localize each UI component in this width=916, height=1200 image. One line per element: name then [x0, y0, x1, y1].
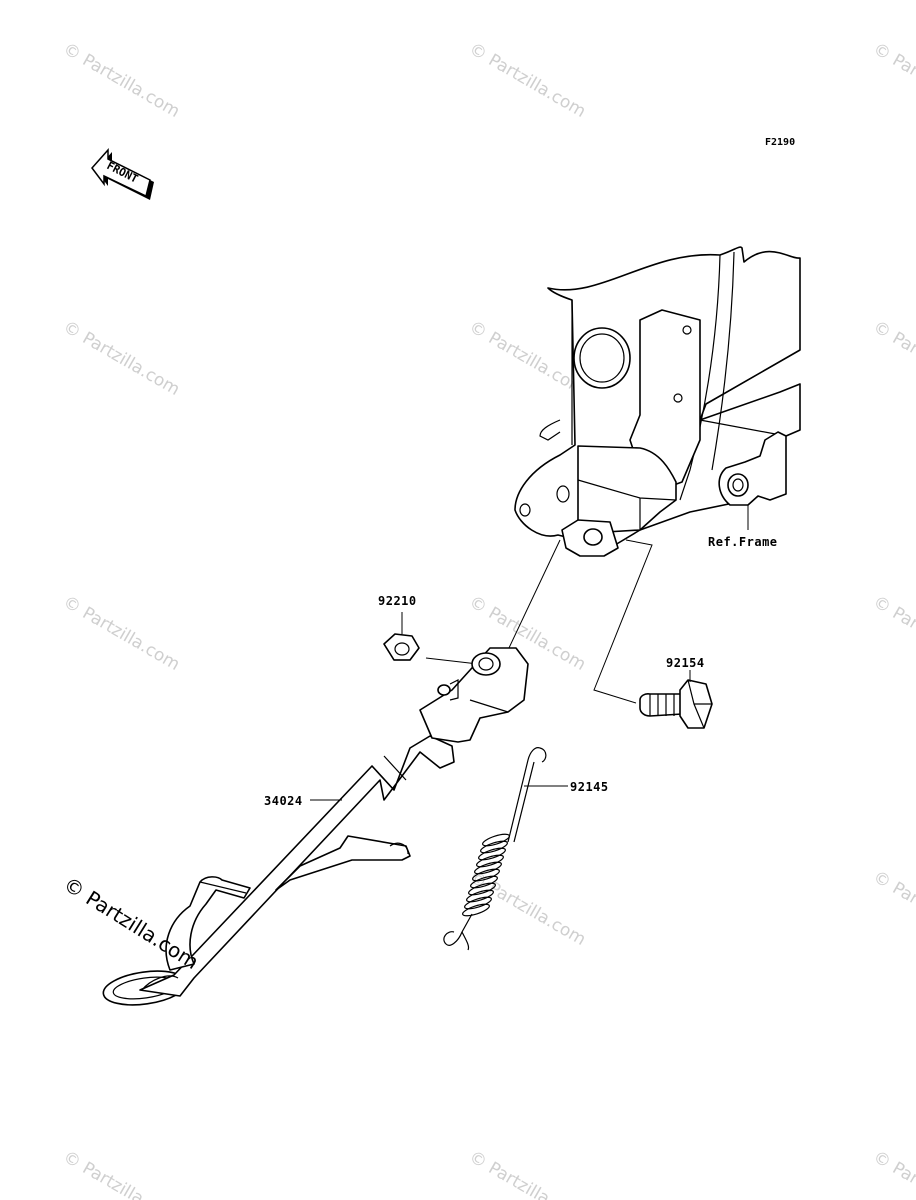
part-number-92210: 92210 — [378, 594, 417, 608]
frame-drawing — [514, 246, 801, 557]
watermark: © Partzilla.com — [60, 592, 184, 675]
assembly-line — [593, 539, 653, 704]
front-arrow-icon: FRONT — [91, 148, 154, 200]
watermark: © Partzilla.com — [466, 317, 590, 400]
watermark: © Partzilla.com — [870, 39, 916, 122]
part-number-92145: 92145 — [570, 780, 609, 794]
part-number-34024: 34024 — [264, 794, 303, 808]
watermark: © Partzilla.com — [870, 317, 916, 400]
watermark: © Partzilla.com — [870, 867, 916, 950]
watermark-layer: © Partzilla.com © Partzilla.com © Partzi… — [60, 39, 916, 1200]
part-number-92154: 92154 — [666, 656, 705, 670]
watermark: © Partzilla.com — [60, 1147, 184, 1200]
watermark: © Partzilla.com — [466, 39, 590, 122]
watermark: © Partzilla.com — [870, 592, 916, 675]
side-stand-part — [102, 647, 529, 1006]
spring-coils — [462, 833, 510, 917]
watermark: © Partzilla.com — [870, 1147, 916, 1200]
assembly-line — [425, 657, 479, 665]
assembly-line — [507, 539, 561, 651]
nut-part — [383, 633, 420, 661]
watermark: © Partzilla.com — [466, 1147, 590, 1200]
bolt-part — [639, 679, 713, 729]
ref-frame-label: Ref.Frame — [708, 535, 778, 549]
diagram-code: F2190 — [765, 137, 795, 148]
spring-part — [443, 747, 547, 951]
watermark: © Partzilla.com — [60, 317, 184, 400]
watermark: © Partzilla.com — [60, 39, 184, 122]
